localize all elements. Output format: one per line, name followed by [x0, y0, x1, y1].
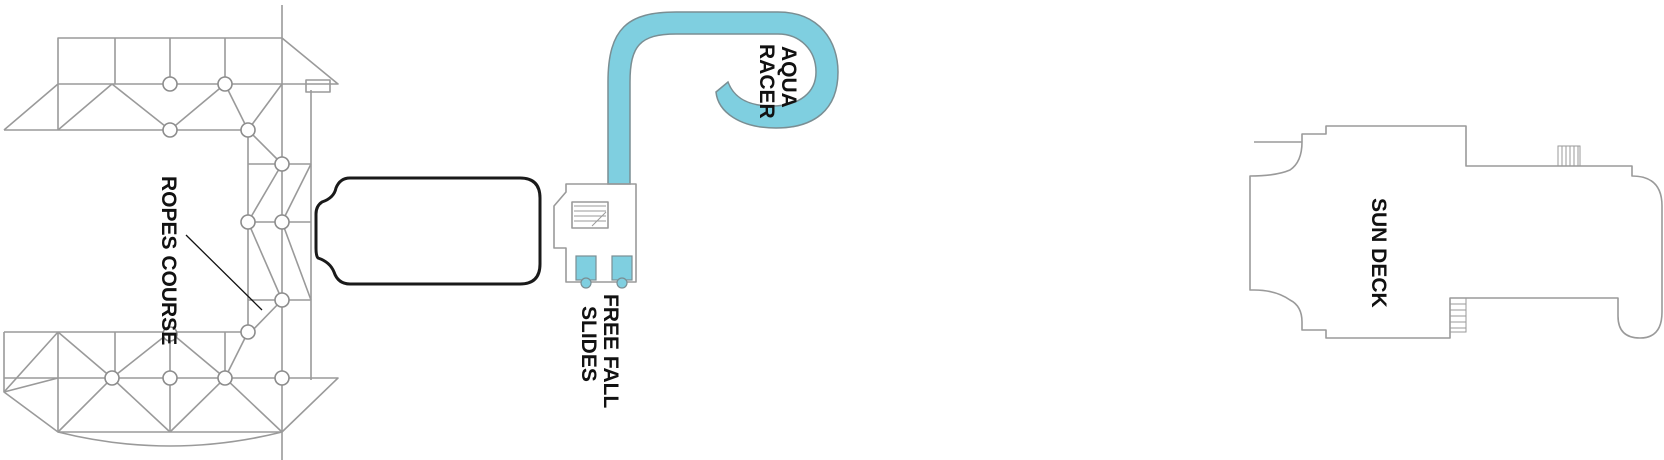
- rope-node: [274, 292, 290, 308]
- free-fall-slide-left: [575, 255, 597, 281]
- free-fall-label-line1: FREE FALL: [599, 294, 622, 409]
- ropes-course-nodes: [104, 76, 290, 386]
- ropes-course-leader-line: [185, 234, 263, 311]
- free-fall-slide-left-exit: [580, 277, 592, 289]
- sun-deck-outline: [1249, 125, 1663, 339]
- stair-icon: [574, 205, 607, 227]
- sun-deck-stair-top: [1557, 145, 1581, 167]
- aqua-racer-label-line1: AQUA: [777, 46, 800, 108]
- sun-deck-area: SUN DECK: [1249, 125, 1663, 339]
- free-fall-slide-right-exit: [616, 277, 628, 289]
- rope-node: [240, 122, 256, 138]
- ropes-course-structure: [3, 5, 339, 460]
- free-fall-label-line2: SLIDES: [577, 306, 600, 382]
- rope-node: [274, 370, 290, 386]
- free-fall-slide-right: [611, 255, 633, 281]
- rope-node: [274, 214, 290, 230]
- rope-node: [240, 324, 256, 340]
- rope-node: [274, 156, 290, 172]
- pool: [314, 176, 542, 286]
- aqua-racer-label-line2: RACER: [755, 44, 778, 119]
- rope-node: [217, 76, 233, 92]
- sun-deck-stair-bottom: [1449, 297, 1467, 333]
- aqua-racer-slide: [607, 11, 839, 185]
- rope-node: [162, 76, 178, 92]
- rope-node: [162, 122, 178, 138]
- ropes-course-label: ROPES COURSE: [157, 176, 180, 345]
- rope-node: [162, 370, 178, 386]
- rope-node: [104, 370, 120, 386]
- sun-deck-label: SUN DECK: [1367, 198, 1390, 308]
- rope-node: [217, 370, 233, 386]
- free-fall-tower: [553, 183, 637, 289]
- rope-node: [240, 214, 256, 230]
- rope-node: [162, 326, 178, 342]
